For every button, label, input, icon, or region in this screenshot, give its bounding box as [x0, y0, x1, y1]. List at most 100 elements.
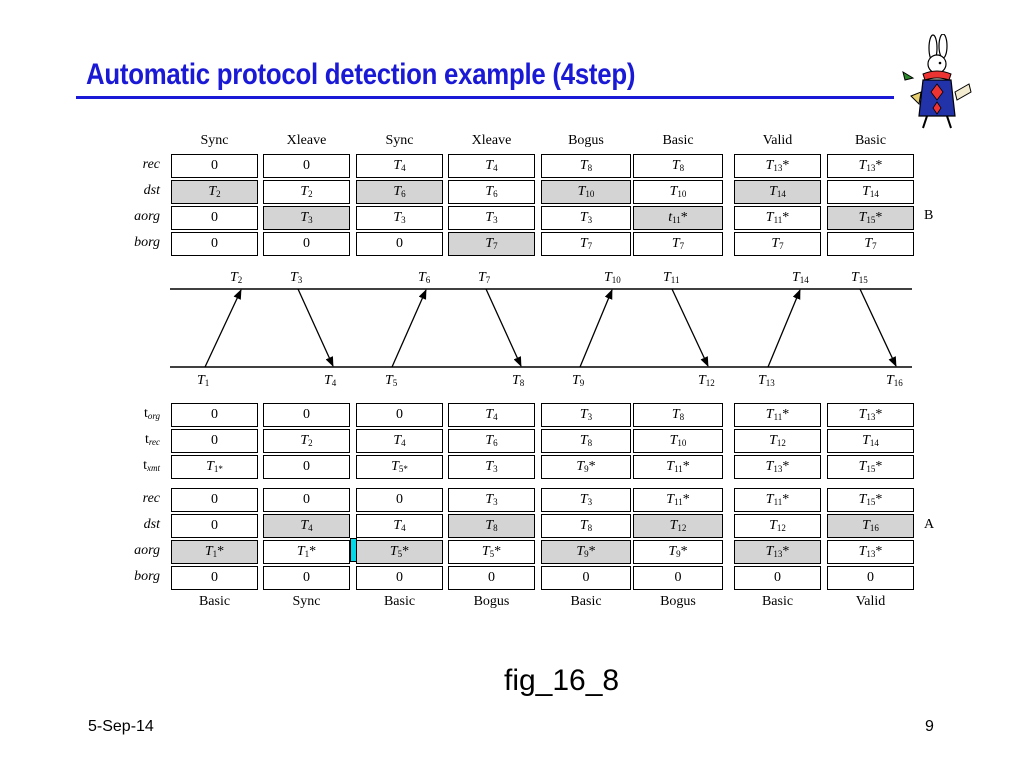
b-cell-aorg-8: T15*: [827, 206, 914, 230]
b-cell-dst-6: T10: [633, 180, 723, 204]
a-cell-aorg-4: T5*: [448, 540, 535, 564]
ts-cell-xmt-1: T1*: [171, 455, 258, 479]
top-mode-8: Basic: [854, 133, 887, 148]
bottom-mode-3: Basic: [383, 594, 416, 609]
b-cell-borg-4: T7: [448, 232, 535, 256]
ts-cell-xmt-3: T5*: [356, 455, 443, 479]
ts-cell-rec-1: 0: [171, 429, 258, 453]
timeline-top-label-5: T10: [604, 270, 621, 285]
packet-arrow-6: [671, 288, 709, 367]
b-cell-dst-1: T2: [171, 180, 258, 204]
page-number: 9: [925, 718, 934, 735]
b-cell-rec-7: T13*: [734, 154, 821, 178]
b-cell-borg-1: 0: [171, 232, 258, 256]
a-row-label-borg: borg: [134, 569, 160, 584]
bottom-mode-8: Valid: [855, 594, 886, 609]
b-row-label-aorg: aorg: [134, 209, 160, 224]
timeline-bottom-label-3: T5: [385, 373, 398, 388]
a-row-label-dst: dst: [143, 517, 160, 532]
a-cell-dst-1: 0: [171, 514, 258, 538]
ts-cell-xmt-6: T11*: [633, 455, 723, 479]
a-cell-borg-7: 0: [734, 566, 821, 590]
timeline-top-label-2: T3: [290, 270, 303, 285]
b-cell-borg-8: T7: [827, 232, 914, 256]
ts-row-label-rec: trec: [144, 432, 160, 447]
b-cell-aorg-5: T3: [541, 206, 631, 230]
footer-date: 5-Sep-14: [88, 718, 154, 735]
side-label-a: A: [924, 517, 935, 532]
timeline-top-label-4: T7: [478, 270, 491, 285]
top-mode-3: Sync: [385, 133, 414, 148]
a-cell-borg-4: 0: [448, 566, 535, 590]
timeline-bottom-label-7: T13: [758, 373, 775, 388]
b-cell-dst-7: T14: [734, 180, 821, 204]
ts-row-label-org: torg: [143, 406, 160, 421]
b-cell-aorg-3: T3: [356, 206, 443, 230]
ts-cell-org-1: 0: [171, 403, 258, 427]
packet-arrow-1: [204, 289, 242, 368]
b-cell-dst-5: T10: [541, 180, 631, 204]
a-cell-aorg-3: T5*: [356, 540, 443, 564]
b-cell-dst-4: T6: [448, 180, 535, 204]
b-cell-borg-2: 0: [263, 232, 350, 256]
a-cell-borg-1: 0: [171, 566, 258, 590]
b-cell-rec-8: T13*: [827, 154, 914, 178]
a-cell-rec-4: T3: [448, 488, 535, 512]
b-cell-rec-5: T8: [541, 154, 631, 178]
bottom-mode-4: Bogus: [473, 594, 510, 609]
highlight-marker: [350, 538, 357, 562]
a-cell-aorg-2: T1*: [263, 540, 350, 564]
a-cell-dst-6: T12: [633, 514, 723, 538]
figure-label: fig_16_8: [504, 664, 620, 697]
timeline-bottom-label-2: T4: [324, 373, 337, 388]
ts-cell-org-4: T4: [448, 403, 535, 427]
a-cell-dst-3: T4: [356, 514, 443, 538]
a-cell-aorg-5: T9*: [541, 540, 631, 564]
a-cell-rec-6: T11*: [633, 488, 723, 512]
b-cell-borg-5: T7: [541, 232, 631, 256]
ts-cell-rec-3: T4: [356, 429, 443, 453]
b-cell-aorg-1: 0: [171, 206, 258, 230]
b-row-label-borg: borg: [134, 235, 160, 250]
b-cell-borg-7: T7: [734, 232, 821, 256]
a-cell-rec-3: 0: [356, 488, 443, 512]
packet-arrow-7: [767, 289, 801, 368]
ts-cell-rec-4: T6: [448, 429, 535, 453]
a-cell-aorg-8: T13*: [827, 540, 914, 564]
packet-arrow-5: [579, 289, 613, 368]
timeline-bottom-label-5: T9: [572, 373, 585, 388]
a-cell-borg-2: 0: [263, 566, 350, 590]
b-cell-aorg-6: t11*: [633, 206, 723, 230]
a-row-label-rec: rec: [142, 491, 160, 506]
ts-cell-org-3: 0: [356, 403, 443, 427]
b-cell-rec-2: 0: [263, 154, 350, 178]
a-cell-rec-2: 0: [263, 488, 350, 512]
packet-arrow-3: [391, 289, 427, 368]
bottom-mode-2: Sync: [292, 594, 321, 609]
timeline-bottom-label-6: T12: [698, 373, 715, 388]
a-cell-borg-5: 0: [541, 566, 631, 590]
packet-arrow-2: [297, 288, 334, 367]
ts-cell-rec-8: T14: [827, 429, 914, 453]
timeline-top-label-6: T11: [663, 270, 680, 285]
b-cell-borg-3: 0: [356, 232, 443, 256]
packet-arrow-4: [485, 288, 522, 367]
b-cell-borg-6: T7: [633, 232, 723, 256]
bottom-mode-7: Basic: [761, 594, 794, 609]
ts-cell-rec-5: T8: [541, 429, 631, 453]
ts-cell-org-2: 0: [263, 403, 350, 427]
b-cell-dst-2: T2: [263, 180, 350, 204]
a-cell-borg-6: 0: [633, 566, 723, 590]
timeline-top-label-1: T2: [230, 270, 243, 285]
top-mode-4: Xleave: [471, 133, 512, 148]
b-cell-rec-4: T4: [448, 154, 535, 178]
a-cell-aorg-7: T13*: [734, 540, 821, 564]
top-mode-7: Valid: [762, 133, 793, 148]
side-label-b: B: [924, 208, 934, 223]
bottom-mode-1: Basic: [198, 594, 231, 609]
a-cell-rec-8: T15*: [827, 488, 914, 512]
ts-cell-org-6: T8: [633, 403, 723, 427]
b-cell-aorg-2: T3: [263, 206, 350, 230]
title-underline: [76, 96, 894, 99]
